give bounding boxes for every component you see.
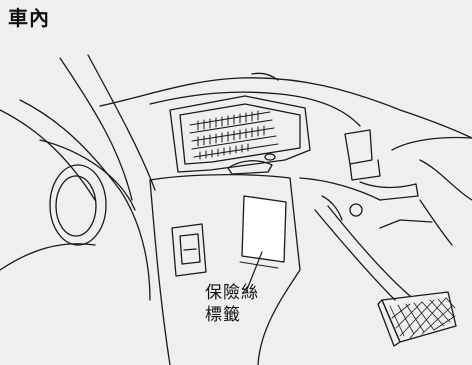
callout-line-1: 保險絲 (205, 283, 259, 303)
callout-leader-line (245, 251, 263, 293)
fuse-ticks (197, 110, 265, 160)
dashboard-top (99, 72, 472, 139)
figure-title: 車內 (8, 6, 50, 30)
callout-line-2: 標籤 (205, 305, 241, 325)
lower-panel (149, 174, 381, 365)
hood-release-bracket (344, 129, 472, 201)
steering-wheel (0, 99, 151, 301)
fuse-box (169, 95, 311, 175)
pedal-assembly (314, 195, 453, 301)
a-pillar-lines (59, 54, 156, 201)
pedal-crosshatch (389, 297, 456, 339)
fuse-label-callout: 保險絲 標籤 (205, 282, 259, 326)
brake-pedal (377, 291, 457, 347)
small-switch (171, 223, 207, 277)
fuse-label-sticker (239, 195, 287, 269)
